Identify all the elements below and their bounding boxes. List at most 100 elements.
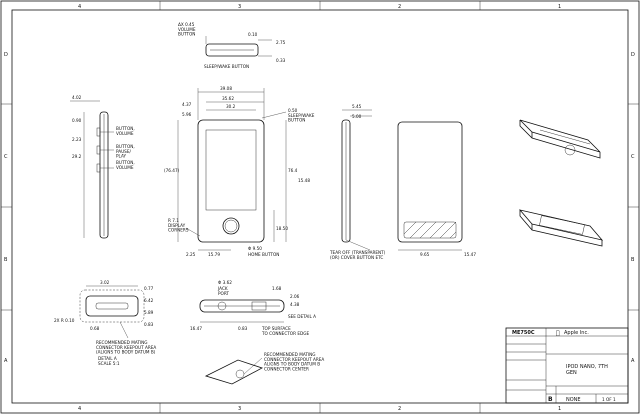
zone-row-left-a: A <box>4 358 8 364</box>
front-body <box>197 119 265 243</box>
zone-row-right-b: B <box>631 257 635 263</box>
zone-col-top-1: 4 <box>78 4 81 10</box>
zone-row-left-c: C <box>4 154 8 160</box>
back-view: 9.65 15.47 <box>397 121 476 257</box>
title-block-frame <box>505 327 629 404</box>
top-button-body <box>205 43 259 57</box>
play-pause-button <box>96 145 101 155</box>
front-dim-bottom-2: 15.79 <box>208 252 220 257</box>
front-dim-display-width: 35.62 <box>222 96 234 101</box>
section-callout-detail: SEE DETAIL A <box>288 314 316 319</box>
zone-row-left-d: D <box>4 52 8 58</box>
section-connector <box>251 301 267 311</box>
front-dim-bottom-1: 2.25 <box>186 252 196 257</box>
headphone-jack <box>217 301 227 311</box>
back-dim-2: 15.47 <box>464 252 476 257</box>
middle-side-body <box>341 119 351 243</box>
connector-dim-2: 0.77 <box>144 286 154 291</box>
title-company: Apple Inc. <box>564 330 589 336</box>
section-body <box>199 299 285 313</box>
middle-side-view: 5.45 5.00 TEAR OFF (TRANSPARENT)(OR) COV… <box>329 104 386 260</box>
section-dim-6: 0.83 <box>238 326 248 331</box>
front-dim-home-dia: Φ 9.50 <box>248 246 262 251</box>
section-dim-2: 1.68 <box>272 286 282 291</box>
front-view: 39.08 4.37 35.62 30.2 5.96 (76.47) 76.4 … <box>164 86 315 257</box>
left-side-view: 4.02 0.90 2.23 29.2 BUTTON,VOLUME BUTTON… <box>70 95 135 239</box>
zone-col-bottom-3: 2 <box>398 406 401 412</box>
isometric-view-top <box>519 119 601 159</box>
home-button <box>222 217 240 235</box>
section-dim-5: 16.47 <box>190 326 202 331</box>
connector-dim-1: 3.02 <box>100 280 110 285</box>
title-size: B <box>548 396 553 403</box>
zone-col-bottom-1: 4 <box>78 406 81 412</box>
connector-callout-radius: 2X R 0.10 <box>54 318 75 323</box>
top-button-label: SLEEP/WAKE BUTTON <box>204 64 249 69</box>
callout-pause-play: BUTTON,PAUSE/PLAY <box>116 144 135 159</box>
front-dim-width: 39.08 <box>220 86 232 91</box>
connector-keepout <box>79 289 145 323</box>
connector-dim-5: 0.83 <box>144 322 154 327</box>
connector-dim-6: 0.68 <box>90 326 100 331</box>
title-sheet-label: NONE <box>566 397 581 403</box>
title-page: 1 OF 1 <box>602 397 616 402</box>
zone-col-bottom-4: 1 <box>558 406 561 412</box>
middle-side-callout: TEAR OFF (TRANSPARENT)(OR) COVER BUTTON … <box>329 250 386 260</box>
front-dim-home-center: 18.50 <box>276 226 288 231</box>
title-part-number: ME750C <box>512 330 535 336</box>
zone-col-top-4: 1 <box>558 4 561 10</box>
front-dim-height-ref: (76.47) <box>164 168 180 173</box>
front-dim-top-margin: 5.96 <box>182 112 192 117</box>
zone-col-top-2: 3 <box>238 4 241 10</box>
callout-volume-down: BUTTON,VOLUME <box>116 160 135 170</box>
connector-outline <box>85 295 139 317</box>
zone-row-left-b: B <box>4 257 8 263</box>
connector-detail-view: 3.02 0.77 6.42 5.89 0.83 0.68 2X R 0.10 … <box>54 280 156 366</box>
zone-col-top-3: 2 <box>398 4 401 10</box>
left-side-dim-2: 0.90 <box>72 118 82 123</box>
middle-side-dim-1: 5.45 <box>352 104 362 109</box>
section-dim-4: 4.38 <box>290 302 300 307</box>
volume-down-button <box>96 163 101 173</box>
connector-slot <box>95 302 129 310</box>
callout-volume-up: BUTTON,VOLUME <box>116 126 135 136</box>
connector-dim-3: 6.42 <box>144 298 154 303</box>
front-display <box>205 129 257 211</box>
front-dim-offset: 4.37 <box>182 102 192 107</box>
top-button-dim-2: 2.75 <box>276 40 286 45</box>
top-button-dim-1: 0.10 <box>248 32 258 37</box>
back-dim-1: 9.65 <box>420 252 430 257</box>
volume-up-button <box>96 127 101 137</box>
connector-dim-4: 5.89 <box>144 310 154 315</box>
left-side-body <box>99 111 109 239</box>
top-button-dim-3: 0.33 <box>276 58 286 63</box>
front-dim-height-2: 15.48 <box>298 178 310 183</box>
isometric-view-bottom <box>518 209 604 247</box>
front-dim-inner: 30.2 <box>226 104 236 109</box>
left-side-dim-4: 29.2 <box>72 154 82 159</box>
section-dim-jack: Φ 3.62 <box>218 280 232 285</box>
back-body <box>397 121 463 243</box>
apple-logo-icon:  <box>556 330 560 337</box>
left-side-dim-1: 4.02 <box>72 95 82 100</box>
middle-side-dim-2: 5.00 <box>352 114 362 119</box>
zone-row-right-c: C <box>631 154 635 160</box>
section-dim-3: 2.06 <box>290 294 300 299</box>
front-home-label: HOME BUTTON <box>248 252 279 257</box>
left-side-dim-3: 2.23 <box>72 137 82 142</box>
front-dim-height: 76.4 <box>288 168 298 173</box>
